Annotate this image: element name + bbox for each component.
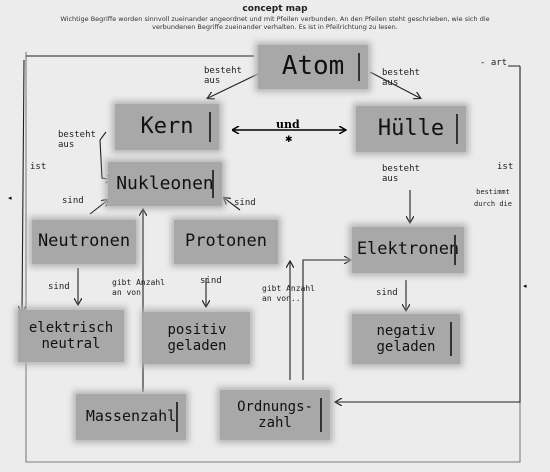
node-negativ-text: negativ geladen [376,322,436,355]
node-huelle: Hülle [356,106,466,152]
label-besteht-aus-huelle: besteht aus [382,164,420,184]
label-art: - art [480,58,508,68]
node-negativ: negativ geladen [352,314,460,364]
node-kern: Kern [115,104,219,150]
label-sind-protonen: sind [234,198,256,208]
node-neutronen-text: Neutronen [37,231,131,252]
node-huelle-text: Hülle [377,116,445,142]
arrow-atom-ordnungszahl [336,65,521,402]
und-marker: ✱ [285,135,293,145]
label-ist-left: ist [30,162,47,172]
label-sind-neutronen: sind [62,196,84,206]
node-elektronen-text: Elektronen [356,239,460,260]
side-marker-left: ◂ [8,194,12,202]
node-protonen-text: Protonen [185,231,267,252]
label-bestimmt-durch-die: bestimmt durch die [474,188,512,208]
arrow-ordnungszahl-elektronen [302,260,350,380]
node-nukleonen: Nukleonen [108,162,222,206]
label-sind-neutronen-out: sind [48,282,70,292]
node-massenzahl-text: Massenzahl [85,407,177,426]
arrow-atom-kern [208,71,263,98]
node-ordnungszahl: Ordnungs- zahl [220,390,330,440]
node-atom: Atom [258,45,368,89]
label-besteht-aus-kern: besteht aus [58,130,96,150]
label-gibt-anzahl-left: gibt Anzahl an von [112,278,165,297]
label-sind-elektronen-out: sind [376,288,398,298]
node-massenzahl: Massenzahl [76,394,186,440]
arrow-neutronen-nukleonen [89,200,108,215]
label-und: und [276,118,300,131]
label-gibt-anzahl-right: gibt Anzahl an von... [262,284,315,303]
page-title: concept map [242,4,308,14]
node-positiv-text: positiv geladen [167,321,227,354]
node-neutral: elektrisch neutral [18,310,124,362]
node-atom-text: Atom [281,51,345,82]
node-positiv: positiv geladen [144,312,250,364]
node-neutral-text: elektrisch neutral [28,319,114,352]
arrow-atom-neutral [22,55,254,312]
arrow-protonen-nukleonen [224,198,241,211]
node-kern-text: Kern [140,114,194,140]
arrow-kern-nukleonen [99,131,112,180]
node-ordnungszahl-text: Ordnungs- zahl [237,398,313,431]
side-marker-right: ◂ [523,282,527,290]
label-besteht-aus-left: besteht aus [204,66,242,86]
label-sind-protonen-out: sind [200,276,222,286]
label-ist-right: ist [497,162,514,172]
arrow-atom-huelle [369,71,420,98]
label-besteht-aus-right: besteht aus [382,68,420,88]
node-elektronen: Elektronen [352,227,464,273]
node-nukleonen-text: Nukleonen [116,172,214,194]
node-protonen: Protonen [174,220,278,264]
page-subtitle: Wichtige Begriffe worden sinnvoll zueina… [60,15,490,31]
node-neutronen: Neutronen [32,220,136,264]
